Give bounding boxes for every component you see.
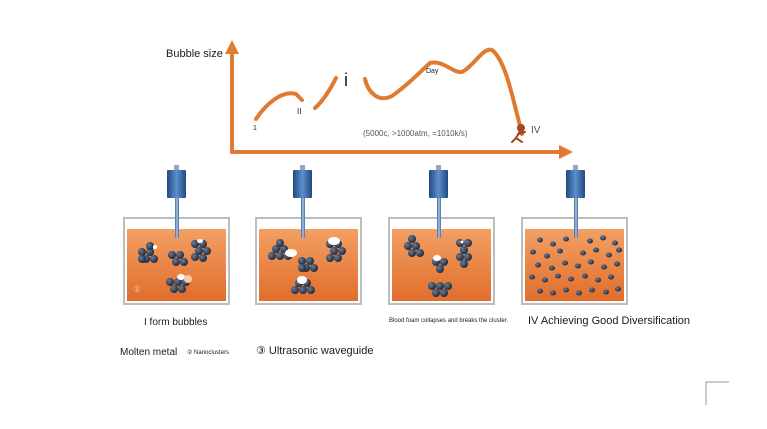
curve-segment-3 [363, 47, 524, 136]
beaker-1-marker: ① [133, 284, 142, 294]
nanocluster [168, 251, 188, 266]
stage-marker-3: i [344, 70, 348, 90]
dispersed-particles [529, 235, 622, 296]
bubble [153, 245, 157, 249]
bubble [177, 274, 185, 280]
nanocluster [191, 240, 211, 262]
nanocluster [404, 235, 424, 257]
caption-dispersed: IV Achieving Good Diversification [528, 315, 691, 327]
ultrasonic-horn [566, 165, 585, 238]
beaker-growth [255, 165, 362, 305]
page-corner-icon [705, 381, 729, 405]
graph-axes [230, 48, 564, 154]
conditions-label: (5000c, >1000atm, =1010k/s) [363, 129, 468, 138]
bubble [328, 237, 340, 245]
bubble-size-curve [254, 47, 524, 136]
bubble [285, 249, 297, 257]
curve-segment-2 [313, 76, 338, 110]
beaker-collapse [388, 165, 495, 305]
bubble [184, 275, 192, 283]
caption-formation: I form bubbles [144, 317, 208, 328]
stage-marker-1: 1 [253, 125, 257, 132]
caption-collapse: Blood foam collapses and breaks the clus… [389, 318, 509, 324]
legend-nanoclusters: ② Nanoclusters [187, 350, 230, 356]
y-axis-label: Bubble size [166, 48, 223, 60]
bubble [197, 239, 203, 243]
beaker-formation [123, 165, 230, 305]
beaker-dispersed [521, 165, 628, 305]
ultrasonic-horn [429, 165, 448, 238]
bubble [297, 276, 307, 284]
ultrasonic-horn [293, 165, 312, 238]
legend-molten-metal: Molten metal [120, 347, 178, 358]
ultrasonic-horn [167, 165, 186, 238]
y-axis-arrow [225, 40, 239, 54]
stage-marker-5: IV [531, 125, 541, 136]
stage-marker-4: Day [426, 68, 439, 75]
nanocluster [298, 257, 318, 272]
nanocluster [291, 279, 315, 294]
legend-waveguide: ③ Ultrasonic waveguide [256, 345, 374, 357]
stage-marker-2: II [297, 107, 302, 116]
nanocluster [138, 242, 158, 263]
bubble [460, 240, 464, 244]
bubble [433, 255, 441, 261]
x-axis-arrow [559, 145, 573, 159]
curve-segment-1 [254, 91, 304, 121]
nanocluster [428, 282, 452, 297]
running-figure-icon [511, 124, 526, 143]
